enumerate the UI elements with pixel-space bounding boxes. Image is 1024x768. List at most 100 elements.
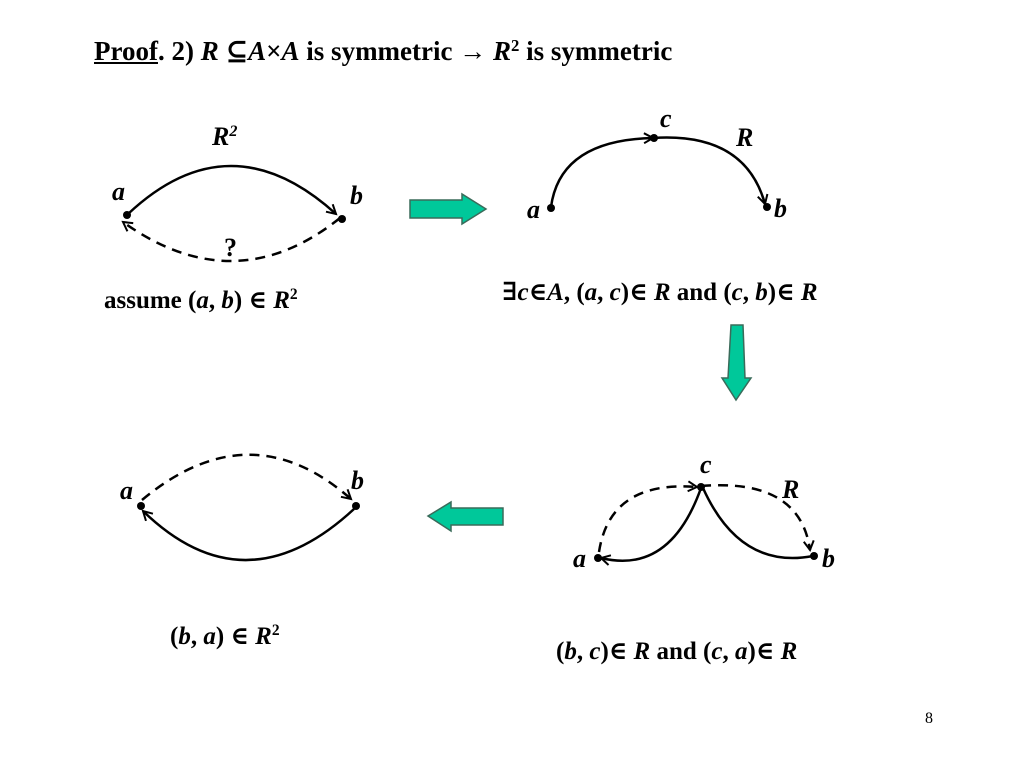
panel3-node-c-label: c xyxy=(700,450,712,479)
caption1-b: b xyxy=(221,287,234,314)
subset-symbol: ⊆ xyxy=(218,36,249,66)
panel3-caption: (b, c)∈ R and (c, a)∈ R xyxy=(556,639,797,664)
caption2-R2: R xyxy=(800,279,818,306)
panel3-diagram xyxy=(594,483,818,562)
implies-arrow-symbol: → xyxy=(459,36,487,66)
panel1-relation-label: R2 xyxy=(212,124,237,150)
caption2-p3: )∈ xyxy=(767,279,801,306)
panel3-dashed-arc-c-to-b xyxy=(700,483,810,550)
panel1-node-a-label: a xyxy=(112,177,125,206)
question-mark: ? xyxy=(224,233,237,262)
panel4-caption: (b, a) ∈ R2 xyxy=(170,622,280,650)
caption4-superscript: 2 xyxy=(271,622,280,640)
panel1-relation-superscript: 2 xyxy=(229,123,238,141)
panel2-node-b-dot xyxy=(763,203,771,211)
title-is-symmetric-2: is symmetric xyxy=(519,36,673,66)
panel1-node-b-label: b xyxy=(350,181,363,210)
caption2-comma2: , xyxy=(742,279,756,306)
title-is-symmetric-1: is symmetric xyxy=(299,36,460,66)
caption2-p1: , ( xyxy=(563,279,585,306)
caption3-R1: R xyxy=(633,638,651,665)
panel2-node-a-label: a xyxy=(527,195,540,224)
caption2-element-of: ∈ xyxy=(528,279,548,306)
caption3-R2: R xyxy=(780,638,798,665)
panel3-node-a-label: a xyxy=(573,544,586,573)
title-set-A2: A xyxy=(281,36,300,66)
caption2-A: A xyxy=(547,279,564,306)
caption4-b: b xyxy=(178,623,191,650)
caption2-a: a xyxy=(584,279,598,306)
panel3-node-a-dot xyxy=(594,554,602,562)
panel4-arc-b-to-a xyxy=(143,508,355,562)
caption1-a: a xyxy=(196,287,209,314)
panel4-node-b-label: b xyxy=(351,466,364,495)
panel1-node-a-dot xyxy=(123,211,131,219)
caption2-R1: R xyxy=(653,279,671,306)
down-arrow-icon xyxy=(720,324,753,402)
panel2-node-c-label: c xyxy=(660,104,672,133)
panel3-relation-label: R xyxy=(782,475,800,504)
caption1-assume: assume ( xyxy=(104,287,197,314)
caption2-comma1: , xyxy=(597,279,610,306)
panel2-arc-c-to-b xyxy=(652,136,765,204)
panel1-node-b-dot xyxy=(338,215,346,223)
caption1-comma: , xyxy=(208,287,222,314)
panel4-node-a-label: a xyxy=(120,476,133,505)
caption4-a: a xyxy=(203,623,216,650)
caption3-comma1: , xyxy=(576,638,590,665)
panel1-arc-a-to-b xyxy=(127,164,336,214)
title-part-number: . 2) xyxy=(157,36,201,66)
title-superscript-2: 2 xyxy=(511,35,520,55)
panel3-node-b-label: b xyxy=(822,544,835,573)
caption2-and: and ( xyxy=(670,279,732,306)
panel3-dashed-arc-a-to-c xyxy=(597,486,697,553)
left-arrow-icon xyxy=(426,500,504,533)
caption1-R: R xyxy=(273,287,290,314)
panel2-arc-a-to-c xyxy=(549,138,653,208)
title-set-A1: A xyxy=(248,36,267,66)
panel1-diagram xyxy=(123,164,346,263)
panel1-relation-R: R xyxy=(212,122,230,151)
caption2-p2: )∈ xyxy=(620,279,654,306)
title-relation-R: R xyxy=(200,36,219,66)
panel1-caption: assume (a, b) ∈ R2 xyxy=(104,286,298,314)
caption1-superscript: 2 xyxy=(289,286,298,304)
panel4-node-b-dot xyxy=(352,502,360,510)
times-symbol: × xyxy=(266,36,282,66)
title-relation-R2: R xyxy=(486,36,512,66)
panel4-diagram xyxy=(137,453,360,562)
panel2-diagram xyxy=(547,134,771,212)
panel2-node-b-label: b xyxy=(774,194,787,223)
caption4-R: R xyxy=(255,623,272,650)
caption3-and: and ( xyxy=(650,638,712,665)
caption3-p1: )∈ xyxy=(600,638,634,665)
panel2-relation-label: R xyxy=(736,123,754,152)
right-arrow-icon xyxy=(409,192,488,226)
caption2-exists: ∃ xyxy=(502,279,518,306)
panel3-node-b-dot xyxy=(810,552,818,560)
caption3-b: b xyxy=(564,638,577,665)
page-number: 8 xyxy=(925,710,933,727)
caption4-comma: , xyxy=(190,623,204,650)
caption2-b: b xyxy=(755,279,768,306)
panel3-node-c-dot xyxy=(697,483,705,491)
caption4-p0: ( xyxy=(170,623,179,650)
caption3-c1: c xyxy=(589,638,601,665)
panel3-arc-b-to-c xyxy=(701,487,814,560)
caption3-p2: )∈ xyxy=(747,638,781,665)
caption3-p0: ( xyxy=(556,638,565,665)
proof-label: Proof xyxy=(94,36,158,66)
slide-title: Proof. 2) R ⊆A×A is symmetric → R2 is sy… xyxy=(94,35,673,66)
caption4-element-of: ) ∈ xyxy=(215,623,256,650)
caption2-c3: c xyxy=(731,279,743,306)
caption1-element-of: ) ∈ xyxy=(233,287,274,314)
caption3-c2: c xyxy=(711,638,723,665)
caption2-c1: c xyxy=(517,279,529,306)
caption3-a: a xyxy=(734,638,748,665)
caption3-comma2: , xyxy=(722,638,735,665)
panel4-dashed-arc-a-to-b xyxy=(141,453,351,501)
panel4-node-a-dot xyxy=(137,502,145,510)
panel3-arc-c-to-a xyxy=(601,487,703,561)
panel2-caption: ∃c∈A, (a, c)∈ R and (c, b)∈ R xyxy=(502,280,818,305)
